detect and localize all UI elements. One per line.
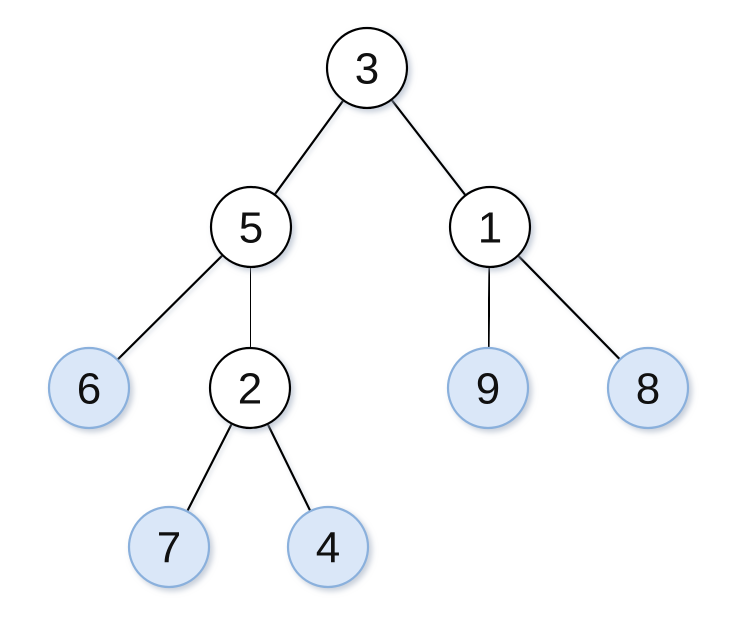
tree-edge-3-1 (390, 98, 467, 197)
tree-node-circle-3[interactable] (325, 26, 409, 110)
tree-node-7[interactable]: 7 (127, 505, 211, 589)
tree-node-circle-5[interactable] (209, 185, 293, 269)
tree-node-2[interactable]: 2 (208, 346, 292, 430)
tree-node-circle-1[interactable] (448, 185, 532, 269)
tree-node-9[interactable]: 9 (446, 346, 530, 430)
tree-edge-1-9 (487, 265, 491, 350)
tree-node-6[interactable]: 6 (47, 346, 131, 430)
tree-node-8[interactable]: 8 (606, 346, 690, 430)
tree-edge-5-2 (249, 265, 252, 350)
tree-node-4[interactable]: 4 (286, 505, 370, 589)
tree-edge-2-4 (266, 422, 312, 513)
tree-node-3[interactable]: 3 (325, 26, 409, 110)
tree-node-circle-2[interactable] (208, 346, 292, 430)
tree-node-circle-8[interactable] (606, 346, 690, 430)
tree-node-circle-4[interactable] (286, 505, 370, 589)
tree-node-circle-9[interactable] (446, 346, 530, 430)
tree-edges-group (116, 98, 622, 513)
tree-node-1[interactable]: 1 (448, 185, 532, 269)
tree-edge-1-8 (516, 254, 622, 361)
tree-edge-3-5 (273, 99, 345, 196)
tree-node-circle-6[interactable] (47, 346, 131, 430)
tree-edge-5-6 (116, 254, 224, 361)
tree-node-circle-7[interactable] (127, 505, 211, 589)
tree-edge-2-7 (186, 422, 233, 513)
tree-node-5[interactable]: 5 (209, 185, 293, 269)
